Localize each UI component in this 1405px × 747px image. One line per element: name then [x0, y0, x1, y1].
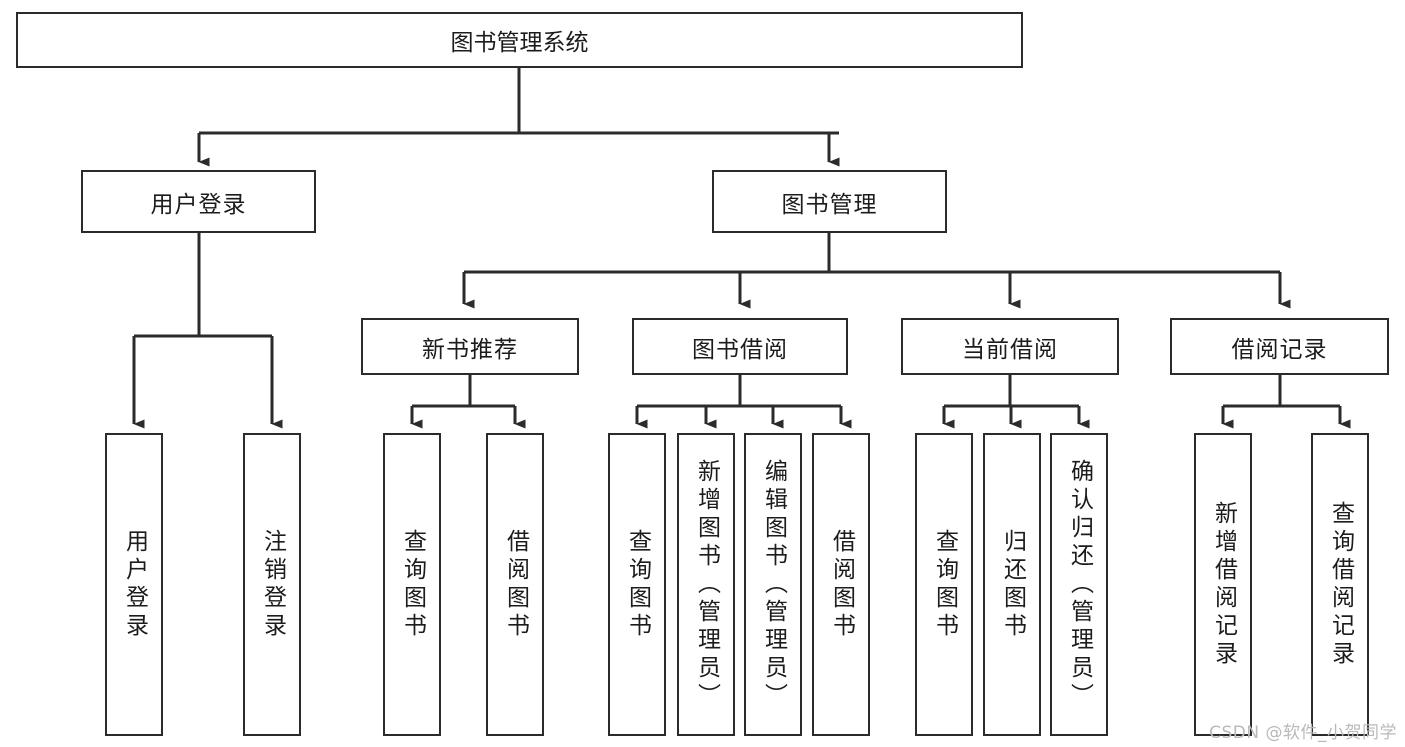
node-book-borrow[interactable]: 图书借阅	[632, 318, 848, 375]
leaf-return-book-label: 归还图书	[999, 528, 1026, 641]
node-book-borrow-label: 图书借阅	[692, 336, 788, 363]
csdn-watermark: CSDN @软件_小贺同学	[1209, 723, 1397, 743]
node-root[interactable]: 图书管理系统	[16, 12, 1023, 68]
leaf-add-book-label: 新增图书（管理员）	[693, 458, 720, 711]
node-book-manage-label: 图书管理	[781, 191, 878, 218]
leaf-logout-label: 注销登录	[259, 528, 286, 641]
leaf-user-login-label: 用户登录	[121, 528, 148, 641]
leaf-query-book-3-label: 查询图书	[931, 528, 958, 641]
leaf-return-book[interactable]: 归还图书	[983, 433, 1041, 736]
node-user-login-label: 用户登录	[150, 191, 247, 218]
leaf-edit-book-label: 编辑图书（管理员）	[760, 458, 787, 711]
leaf-query-book-1-label: 查询图书	[399, 528, 426, 641]
leaf-query-record[interactable]: 查询借阅记录	[1311, 433, 1369, 736]
node-new-book-rec-label: 新书推荐	[422, 336, 518, 363]
node-book-manage[interactable]: 图书管理	[712, 170, 947, 233]
leaf-borrow-book-1-label: 借阅图书	[502, 528, 529, 641]
leaf-query-book-3[interactable]: 查询图书	[915, 433, 973, 736]
leaf-query-book-1[interactable]: 查询图书	[383, 433, 441, 736]
leaf-borrow-book-2[interactable]: 借阅图书	[812, 433, 870, 736]
leaf-query-record-label: 查询借阅记录	[1327, 500, 1354, 669]
leaf-add-record[interactable]: 新增借阅记录	[1194, 433, 1252, 736]
node-borrow-record-label: 借阅记录	[1231, 336, 1328, 363]
leaf-query-book-2-label: 查询图书	[624, 528, 651, 641]
leaf-query-book-2[interactable]: 查询图书	[608, 433, 666, 736]
leaf-borrow-book-1[interactable]: 借阅图书	[486, 433, 544, 736]
node-current-borrow-label: 当前借阅	[962, 336, 1058, 363]
leaf-confirm-return-label: 确认归还（管理员）	[1066, 458, 1093, 711]
node-borrow-record[interactable]: 借阅记录	[1170, 318, 1389, 375]
leaf-user-login[interactable]: 用户登录	[105, 433, 163, 736]
node-user-login[interactable]: 用户登录	[81, 170, 316, 233]
leaf-edit-book[interactable]: 编辑图书（管理员）	[744, 433, 802, 736]
leaf-borrow-book-2-label: 借阅图书	[828, 528, 855, 641]
node-root-label: 图书管理系统	[450, 30, 589, 56]
leaf-confirm-return[interactable]: 确认归还（管理员）	[1050, 433, 1108, 736]
leaf-add-record-label: 新增借阅记录	[1210, 500, 1237, 669]
node-current-borrow[interactable]: 当前借阅	[901, 318, 1119, 375]
node-new-book-rec[interactable]: 新书推荐	[361, 318, 579, 375]
leaf-logout[interactable]: 注销登录	[243, 433, 301, 736]
leaf-add-book[interactable]: 新增图书（管理员）	[677, 433, 735, 736]
